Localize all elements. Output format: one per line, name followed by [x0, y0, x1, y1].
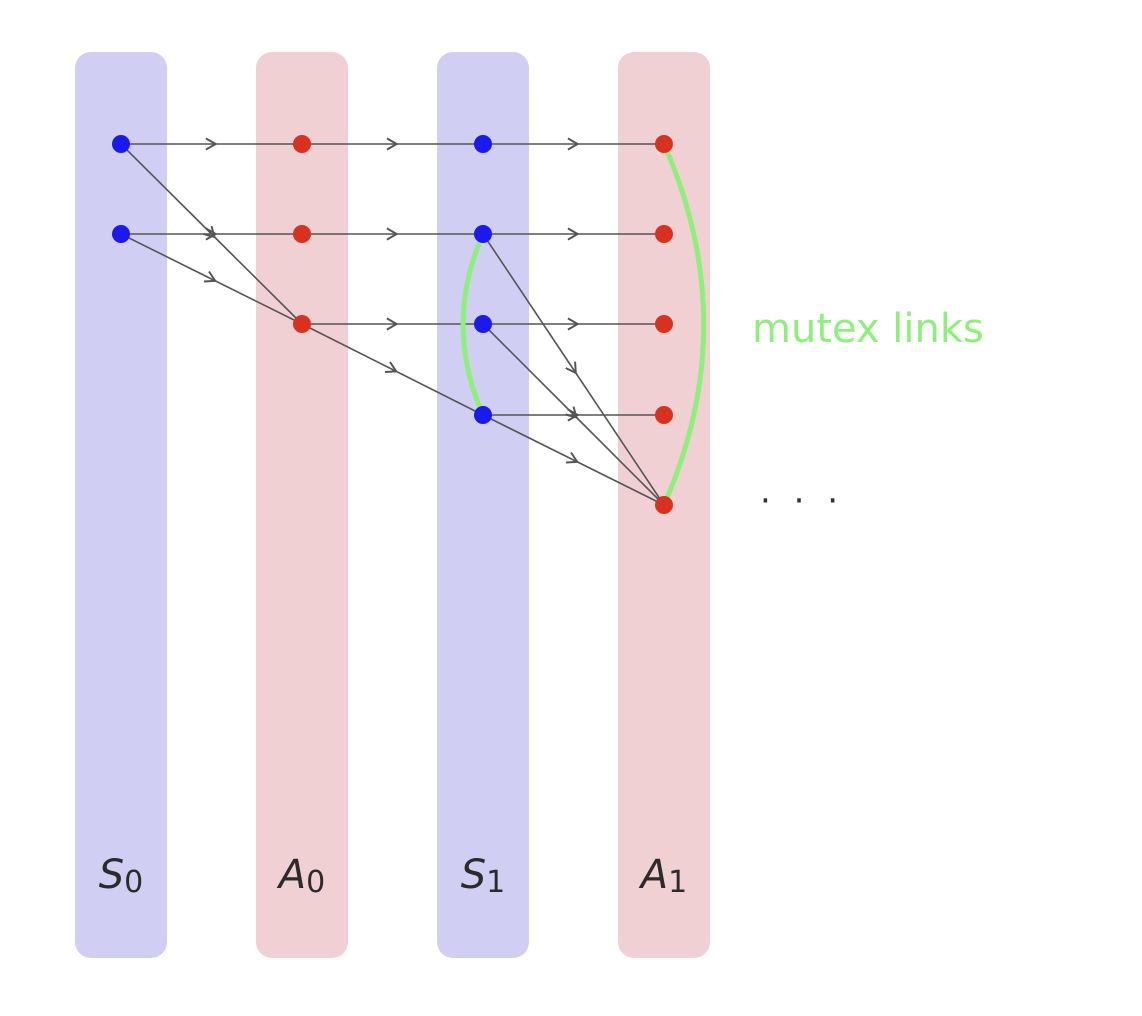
- layer-band-s0: [75, 52, 167, 958]
- state-node-s1b: [474, 225, 492, 243]
- mutex-link-a1a-a1e: [661, 141, 707, 508]
- layer-labels: S0 A0 S1 A1: [99, 852, 687, 900]
- action-node-a0b: [293, 225, 311, 243]
- state-node-s1c: [474, 315, 492, 333]
- state-node-s1a: [474, 135, 492, 153]
- layer-label-a0: A0: [276, 852, 325, 900]
- action-node-a1c: [655, 315, 673, 333]
- edge-s0b-a0c: [120, 233, 303, 325]
- edges: [120, 137, 665, 506]
- layer-band-s1: [437, 52, 529, 958]
- layer-label-s0: S0: [99, 852, 143, 900]
- layer-label-s1: S1: [461, 852, 505, 900]
- action-node-a1b: [655, 225, 673, 243]
- action-node-a0c: [293, 315, 311, 333]
- action-node-a1d: [655, 406, 673, 424]
- state-node-s0a: [112, 135, 130, 153]
- state-node-s1d: [474, 406, 492, 424]
- edge-s1d-a1e: [482, 414, 665, 506]
- continuation-ellipsis: · · ·: [760, 481, 844, 521]
- mutex-links: [460, 141, 707, 508]
- layer-bands: [75, 52, 710, 958]
- layer-band-a0: [256, 52, 348, 958]
- state-node-s0b: [112, 225, 130, 243]
- mutex-links-label: mutex links: [752, 306, 984, 352]
- edge-a0c-s1d: [301, 323, 484, 416]
- layer-label-a1: A1: [638, 852, 687, 900]
- action-node-a0a: [293, 135, 311, 153]
- edge-s1b-a1e: [482, 233, 665, 506]
- nodes: [112, 135, 673, 514]
- mutex-link-s1b-s1d: [460, 231, 486, 418]
- action-node-a1e: [655, 496, 673, 514]
- action-node-a1a: [655, 135, 673, 153]
